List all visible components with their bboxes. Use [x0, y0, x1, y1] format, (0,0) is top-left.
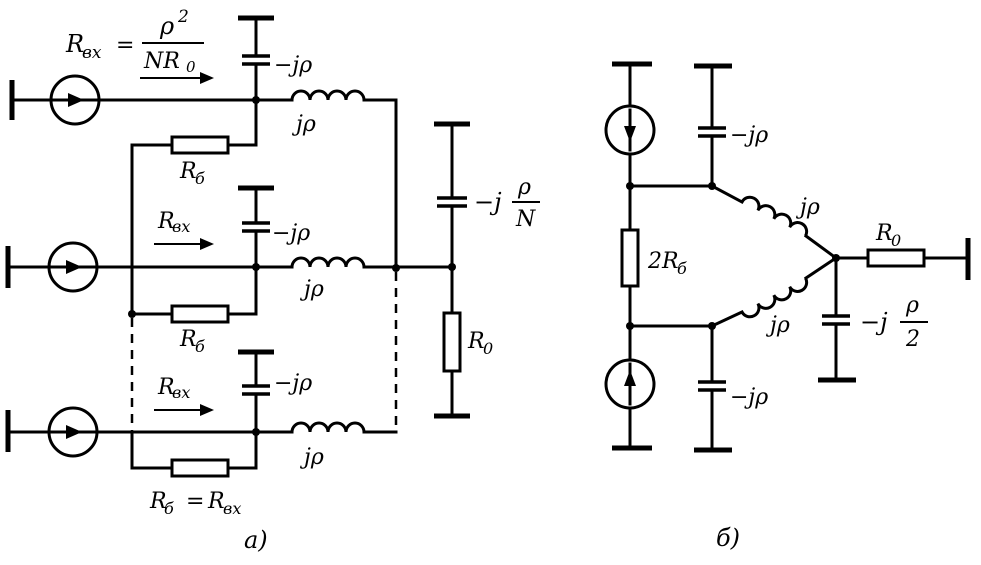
- source-branch-2: [5, 185, 454, 324]
- out-cap-label-b: −j ρ 2: [860, 293, 928, 352]
- caption-a: a): [244, 526, 268, 554]
- source-arrow-icon-2: [66, 260, 82, 274]
- formula-numerator: ρ: [159, 12, 174, 40]
- diagram-b: −jρ jρ 2R б R 0 jρ −j ρ 2 −jρ б): [604, 61, 971, 552]
- common-cap-num: ρ: [517, 175, 531, 200]
- caption-b: б): [716, 524, 740, 552]
- arrow-head-icon: [200, 72, 214, 84]
- output-section-a: [434, 121, 470, 419]
- source-arrow-up-icon: [624, 370, 636, 386]
- coil-bottom-label-b: jρ: [765, 313, 790, 338]
- rb-label-1: R: [179, 159, 197, 184]
- source-branch-1: [9, 15, 398, 270]
- r0-label-a: R: [467, 329, 485, 354]
- r0-sub-a: 0: [483, 339, 493, 358]
- cap-label-2: −jρ: [272, 221, 310, 246]
- node-junction: [392, 264, 400, 272]
- common-cap-den: N: [515, 207, 536, 232]
- rvx-label-3: R: [157, 375, 175, 400]
- formula-r: R: [65, 30, 84, 58]
- coil-top-label-b: jρ: [795, 195, 820, 220]
- rb-sub-2: б: [195, 337, 205, 356]
- out-cap-prefix: −j: [860, 308, 888, 336]
- eq-rb-sub: б: [164, 499, 174, 518]
- eq-rb: R: [149, 489, 167, 514]
- balancing-resistor-2: [170, 304, 230, 324]
- arrow-head-icon: [200, 238, 214, 250]
- eq-rvx-sub: вх: [223, 499, 241, 518]
- formula-denominator: NR: [143, 49, 180, 74]
- out-cap-den: 2: [905, 327, 920, 352]
- out-cap-num: ρ: [905, 293, 919, 318]
- res-label-b: 2R: [647, 249, 679, 274]
- rvx-sub-3: вх: [172, 383, 190, 402]
- cap-label-3: −jρ: [274, 371, 312, 396]
- rb-label-2: R: [179, 327, 197, 352]
- coil-label-1: jρ: [291, 112, 316, 137]
- load-resistor-r0: [442, 311, 462, 373]
- formula-rvx: R вх = ρ 2 NR 0: [65, 7, 204, 76]
- cap-label-1: −jρ: [274, 53, 312, 78]
- source-arrow-icon-3: [66, 425, 82, 439]
- eq-sign: =: [186, 489, 204, 514]
- r0-sub-b: 0: [891, 231, 901, 250]
- common-cap-prefix: −j: [474, 188, 502, 216]
- source-arrow-down-icon: [624, 126, 636, 142]
- diagram-a: R вх = ρ 2 NR 0 −jρ jρ R б R вх −jρ jρ R…: [5, 7, 540, 554]
- inductor-2: [290, 256, 366, 268]
- resistor-2rb: [620, 228, 640, 288]
- rvx-sub-2: вх: [172, 217, 190, 236]
- load-resistor-r0-b: [866, 248, 926, 268]
- rb-equals-rvx: R б = R вх: [149, 489, 241, 518]
- cap-bottom-label-b: −jρ: [730, 385, 768, 410]
- cap-top-label-b: −jρ: [730, 123, 768, 148]
- rb-sub-1: б: [195, 169, 205, 188]
- source-arrow-icon-1: [68, 93, 84, 107]
- r0-label-b: R: [875, 221, 893, 246]
- common-cap-label: −j ρ N: [474, 175, 540, 232]
- formula-exponent: 2: [177, 7, 189, 27]
- inductor-3: [290, 421, 366, 433]
- coil-label-2: jρ: [299, 277, 324, 302]
- res-sub-b: б: [677, 259, 687, 278]
- balancing-resistor-1: [170, 135, 230, 155]
- eq-rvx: R: [207, 489, 225, 514]
- inductor-b-upper: [740, 195, 809, 237]
- balancing-resistor-3: [170, 458, 230, 478]
- inductor-b-lower: [740, 277, 809, 319]
- rvx-label-2: R: [157, 209, 175, 234]
- arrow-head-icon: [200, 404, 214, 416]
- node-bus: [128, 310, 136, 318]
- formula-den-sub: 0: [186, 58, 196, 76]
- source-branch-N: [5, 349, 398, 478]
- coil-label-3: jρ: [299, 445, 324, 470]
- formula-sub: вх: [82, 43, 102, 63]
- inductor-1: [290, 89, 366, 101]
- formula-eq: =: [116, 33, 134, 58]
